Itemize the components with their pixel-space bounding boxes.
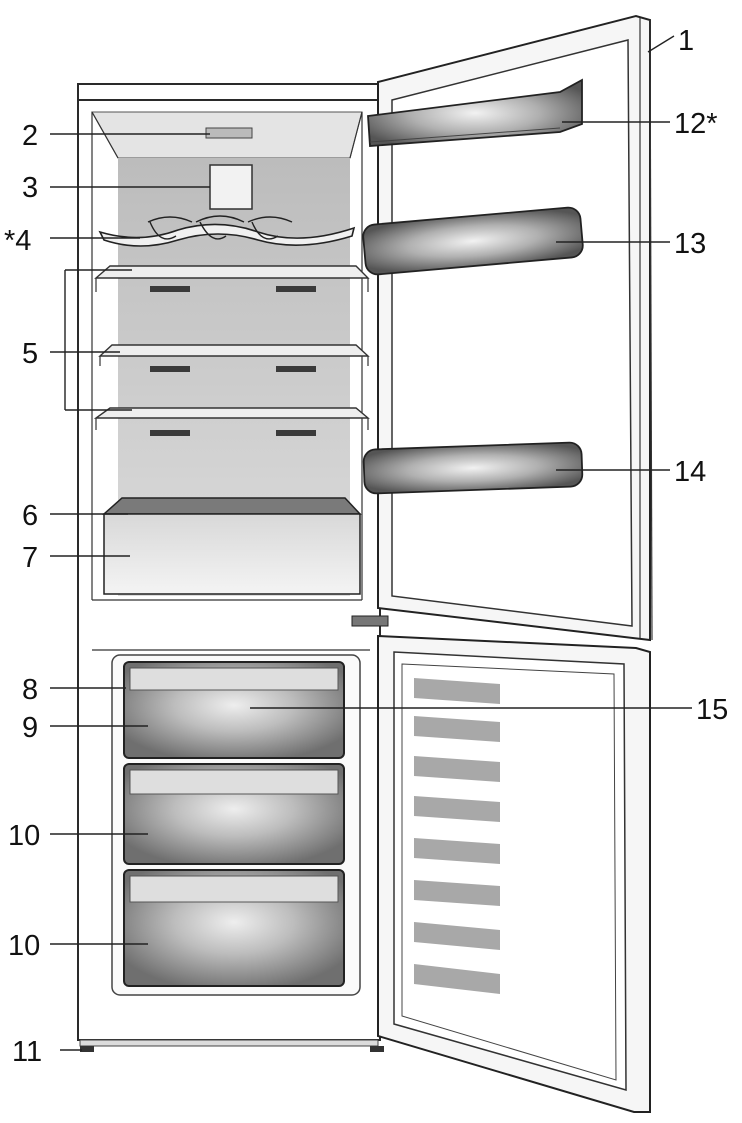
- label-12: 12*: [674, 108, 718, 140]
- foot: [370, 1046, 384, 1052]
- label-7: 7: [22, 542, 38, 574]
- freezer-door-vents: [414, 678, 500, 994]
- label-10-lower: 10: [8, 930, 40, 962]
- label-1: 1: [678, 25, 694, 57]
- label-10-upper: 10: [8, 820, 40, 852]
- door-bottle-rack-top: [367, 78, 583, 147]
- label-6: 6: [22, 500, 38, 532]
- wine-rack: [98, 215, 356, 247]
- label-2: 2: [22, 120, 38, 152]
- freezer-drawer-middle: [123, 763, 345, 865]
- label-8: 8: [22, 674, 38, 706]
- crisper: [102, 497, 362, 595]
- interior-light: [205, 127, 253, 139]
- callout-labels: 1 2 3 *4 5 6 7 8 9 10 10 11 12* 13 14 15: [4, 25, 728, 1068]
- label-4: *4: [4, 225, 31, 257]
- hinge: [351, 615, 389, 627]
- label-13: 13: [674, 228, 706, 260]
- freezer-drawer-top: [123, 661, 345, 759]
- leader-lines: [50, 35, 692, 1051]
- label-14: 14: [674, 456, 706, 488]
- label-3: 3: [22, 172, 38, 204]
- label-15: 15: [696, 694, 728, 726]
- label-9: 9: [22, 712, 38, 744]
- label-5: 5: [22, 338, 38, 370]
- glass-shelf: [93, 407, 370, 436]
- glass-shelves: [93, 265, 370, 436]
- glass-shelf: [98, 344, 370, 372]
- thermostat-box: [209, 164, 253, 210]
- foot: [80, 1046, 94, 1052]
- crisper-drawer: [103, 513, 361, 595]
- crisper-cover: [102, 497, 362, 515]
- freezer-door: [377, 634, 651, 1113]
- label-11: 11: [12, 1036, 42, 1068]
- freezer-drawers: [123, 661, 345, 987]
- freezer-drawer-bottom: [123, 869, 345, 987]
- door-shelf-middle: [362, 206, 584, 276]
- cabinet-top: [77, 83, 379, 101]
- door-shelf-bottom: [362, 441, 584, 495]
- fridge-door: [351, 14, 653, 642]
- glass-shelf: [94, 265, 370, 292]
